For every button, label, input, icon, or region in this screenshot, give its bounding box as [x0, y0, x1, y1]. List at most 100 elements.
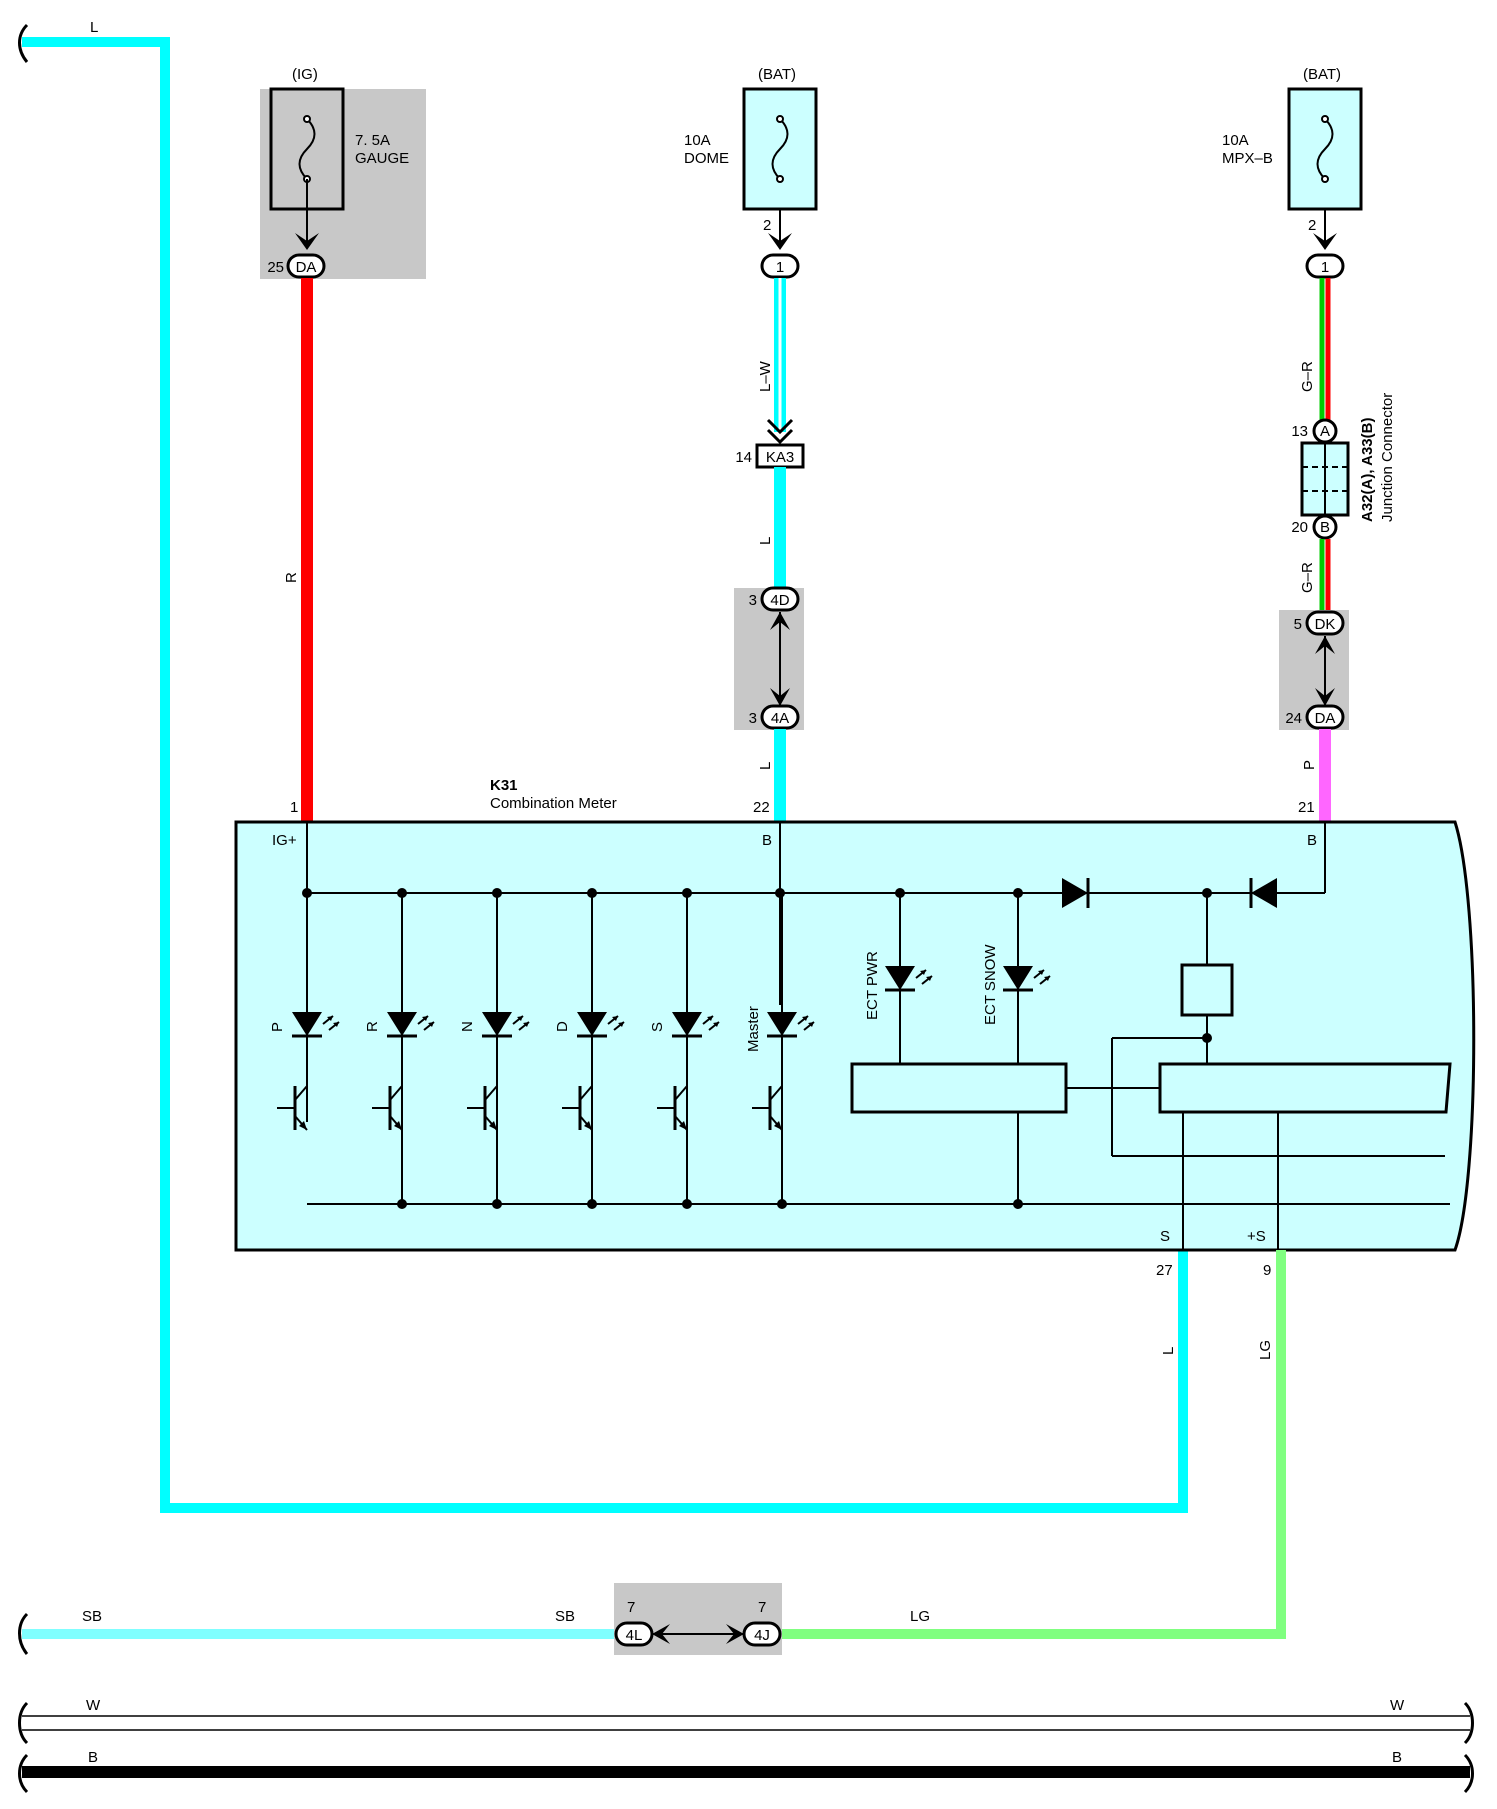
wire-label-gr-bot: G–R	[1299, 562, 1316, 593]
wire-label-lw: L–W	[757, 360, 774, 392]
junction-connector-label-2: Junction Connector	[1379, 393, 1396, 522]
conn-jc-b	[1312, 514, 1338, 540]
wire-label-w-left: W	[86, 1697, 101, 1714]
wire-label-l-low: L	[757, 762, 774, 770]
wire-label-gr-top: G–R	[1299, 361, 1316, 392]
led-label-master: Master	[745, 1006, 762, 1052]
led-label-r: R	[364, 1021, 381, 1032]
fuse-gauge-name: GAUGE	[355, 150, 409, 167]
conn-4l-pin: 7	[627, 1599, 635, 1616]
conn-dk	[1305, 610, 1345, 636]
conn-jc-b-pin: 20	[1291, 519, 1308, 536]
led-channel-r	[370, 893, 436, 1204]
meter-pin-ps: 9	[1263, 1262, 1271, 1279]
led-channel-p	[275, 893, 341, 1132]
led-label-ect-pwr: ECT PWR	[864, 951, 881, 1020]
fuse-gauge-rating: 7. 5A	[355, 132, 390, 149]
coil-block	[1180, 963, 1234, 1017]
control-block	[1158, 1062, 1452, 1114]
led-channel-n	[465, 893, 531, 1204]
conn-dk-pin: 5	[1294, 616, 1302, 633]
conn-4j-label: 4J	[754, 1627, 770, 1644]
conn-4a-pin: 3	[749, 710, 757, 727]
fuse-dome-name: DOME	[684, 150, 729, 167]
meter-term-s: S	[1160, 1228, 1170, 1245]
conn-da-top-label: DA	[296, 259, 317, 276]
led-label-s: S	[649, 1022, 666, 1032]
meter-pin-ig: 1	[290, 799, 298, 816]
led-label-n: N	[459, 1021, 476, 1032]
meter-term-ps: +S	[1247, 1228, 1266, 1245]
conn-da-top-pin: 25	[267, 259, 284, 276]
meter-term-ig: IG+	[272, 832, 297, 849]
meter-id: K31	[490, 777, 518, 794]
combination-meter-body	[234, 820, 1476, 1252]
conn-1-dome	[760, 253, 800, 279]
ect-driver-block	[850, 1062, 1068, 1114]
meter-term-b2: B	[1307, 832, 1317, 849]
fuse-dome-pin-top: 2	[763, 217, 771, 234]
fuse-dome-rating: 10A	[684, 132, 711, 149]
conn-4l-label: 4L	[626, 1627, 643, 1644]
conn-ka3-label: KA3	[766, 449, 794, 466]
meter-pin-b2: 21	[1298, 799, 1315, 816]
wire-lg-vertical	[775, 1250, 1286, 1639]
wire-label-b-right: B	[1392, 1749, 1402, 1766]
conn-4a-label: 4A	[771, 710, 789, 727]
conn-dk-label: DK	[1315, 616, 1336, 633]
conn-1-mpxb	[1305, 253, 1345, 279]
led-label-ect-snow: ECT SNOW	[982, 944, 999, 1025]
conn-4j-pin: 7	[758, 1599, 766, 1616]
fuse-mpxb-rating: 10A	[1222, 132, 1249, 149]
conn-1-dome-label: 1	[776, 259, 784, 276]
conn-jc-a-pin: 13	[1291, 423, 1308, 440]
wire-l-left-loop	[22, 37, 1188, 1513]
wire-label-l-bottom: L	[1160, 1347, 1177, 1355]
conn-da-bot-pin: 24	[1285, 710, 1302, 727]
led-label-p: P	[269, 1022, 286, 1032]
wire-label-lg-bottom: LG	[910, 1608, 930, 1625]
led-channel-s	[655, 893, 721, 1204]
wire-label-r: R	[283, 572, 300, 583]
conn-jc-a-label: A	[1320, 423, 1330, 440]
meter-name: Combination Meter	[490, 795, 617, 812]
right-bracket-wb	[1463, 1701, 1474, 1794]
conn-4d	[760, 586, 800, 612]
conn-4d-label: 4D	[770, 592, 789, 609]
wire-label-p: P	[1301, 760, 1318, 770]
wire-label-top-left: L	[90, 19, 98, 36]
fuse-mpxb-name: MPX–B	[1222, 150, 1273, 167]
wire-label-sb-left: SB	[82, 1608, 102, 1625]
led-channel-master	[750, 893, 816, 1204]
conn-1-mpxb-label: 1	[1321, 259, 1329, 276]
wire-label-b-left: B	[88, 1749, 98, 1766]
conn-da-bot	[1305, 704, 1345, 730]
meter-pin-b1: 22	[753, 799, 770, 816]
meter-term-b1: B	[762, 832, 772, 849]
conn-ka3-pin: 14	[735, 449, 752, 466]
wire-label-l-mid: L	[757, 537, 774, 545]
fuse-mpxb-pin-top: 2	[1308, 217, 1316, 234]
conn-4d-pin: 3	[749, 592, 757, 609]
fuse-dome-source: (BAT)	[758, 66, 796, 83]
junction-connector-label-1: A32(A), A33(B)	[1359, 418, 1376, 522]
diode-icon	[1062, 878, 1088, 908]
wire-label-sb-right: SB	[555, 1608, 575, 1625]
wire-label-lg-vertical: LG	[1257, 1340, 1274, 1360]
led-label-d: D	[554, 1021, 571, 1032]
fuse-mpxb-source: (BAT)	[1303, 66, 1341, 83]
conn-4a	[760, 704, 800, 730]
led-channel-d	[560, 893, 626, 1204]
conn-jc-b-label: B	[1320, 519, 1330, 536]
conn-da-top	[286, 253, 326, 279]
left-bracket-sb	[18, 1612, 29, 1655]
left-bracket-wb	[18, 1701, 29, 1794]
diode-icon	[1251, 878, 1277, 908]
left-bracket-top	[18, 23, 29, 63]
meter-pin-s: 27	[1156, 1262, 1173, 1279]
fuse-gauge-source: (IG)	[292, 66, 318, 83]
wire-label-w-right: W	[1390, 1697, 1405, 1714]
conn-da-bot-label: DA	[1315, 710, 1336, 727]
conn-4j	[742, 1621, 782, 1647]
